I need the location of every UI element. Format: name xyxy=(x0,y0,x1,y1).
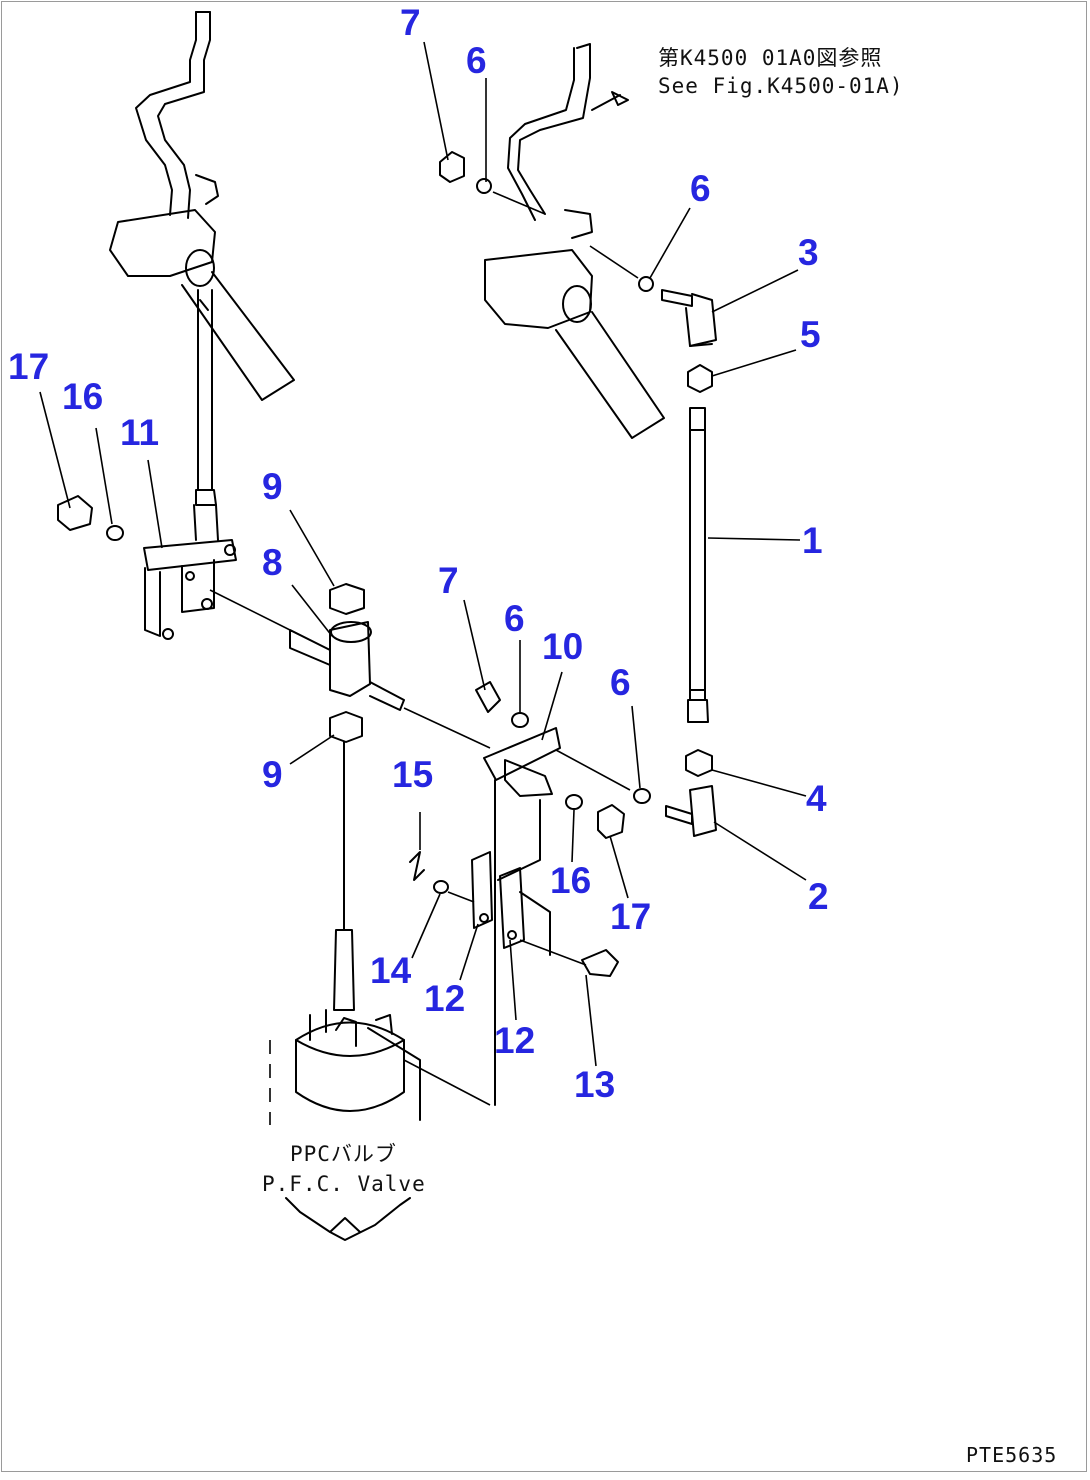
callout-16: 16 xyxy=(62,376,104,417)
callout-13: 13 xyxy=(574,1064,616,1105)
callout-14: 14 xyxy=(370,950,412,991)
callout-17: 17 xyxy=(8,346,50,387)
callout-1: 1 xyxy=(802,520,823,561)
reference-note-jp: 第K4500 01A0図参照 xyxy=(658,46,883,70)
callout-4: 4 xyxy=(806,778,827,819)
callout-6: 6 xyxy=(504,598,525,639)
reference-note-en: See Fig.K4500-01A) xyxy=(658,74,904,98)
callout-12: 12 xyxy=(494,1020,536,1061)
right-lever-assembly xyxy=(439,43,717,837)
center-linkage xyxy=(209,583,651,1106)
callout-10: 10 xyxy=(542,626,584,667)
left-lever-assembly xyxy=(57,11,295,640)
ppc-valve xyxy=(269,929,491,1241)
callout-17: 17 xyxy=(610,896,652,937)
callout-8: 8 xyxy=(262,542,283,583)
valve-label-en: P.F.C. Valve xyxy=(262,1172,426,1196)
callout-7: 7 xyxy=(438,560,459,601)
callout-9: 9 xyxy=(262,466,283,507)
callout-6: 6 xyxy=(690,168,711,209)
drawing-code: PTE5635 xyxy=(966,1443,1058,1467)
leader-lines xyxy=(39,41,807,1067)
callout-16: 16 xyxy=(550,860,592,901)
valve-label-jp: PPCバルブ xyxy=(290,1142,397,1166)
callout-2: 2 xyxy=(808,876,829,917)
callout-9: 9 xyxy=(262,754,283,795)
callout-6: 6 xyxy=(466,40,487,81)
callout-6: 6 xyxy=(610,662,631,703)
callout-7: 7 xyxy=(400,2,421,43)
callout-15: 15 xyxy=(392,754,434,795)
callout-3: 3 xyxy=(798,232,819,273)
callout-12: 12 xyxy=(424,978,466,1019)
callout-5: 5 xyxy=(800,314,821,355)
callout-11: 11 xyxy=(120,412,160,453)
